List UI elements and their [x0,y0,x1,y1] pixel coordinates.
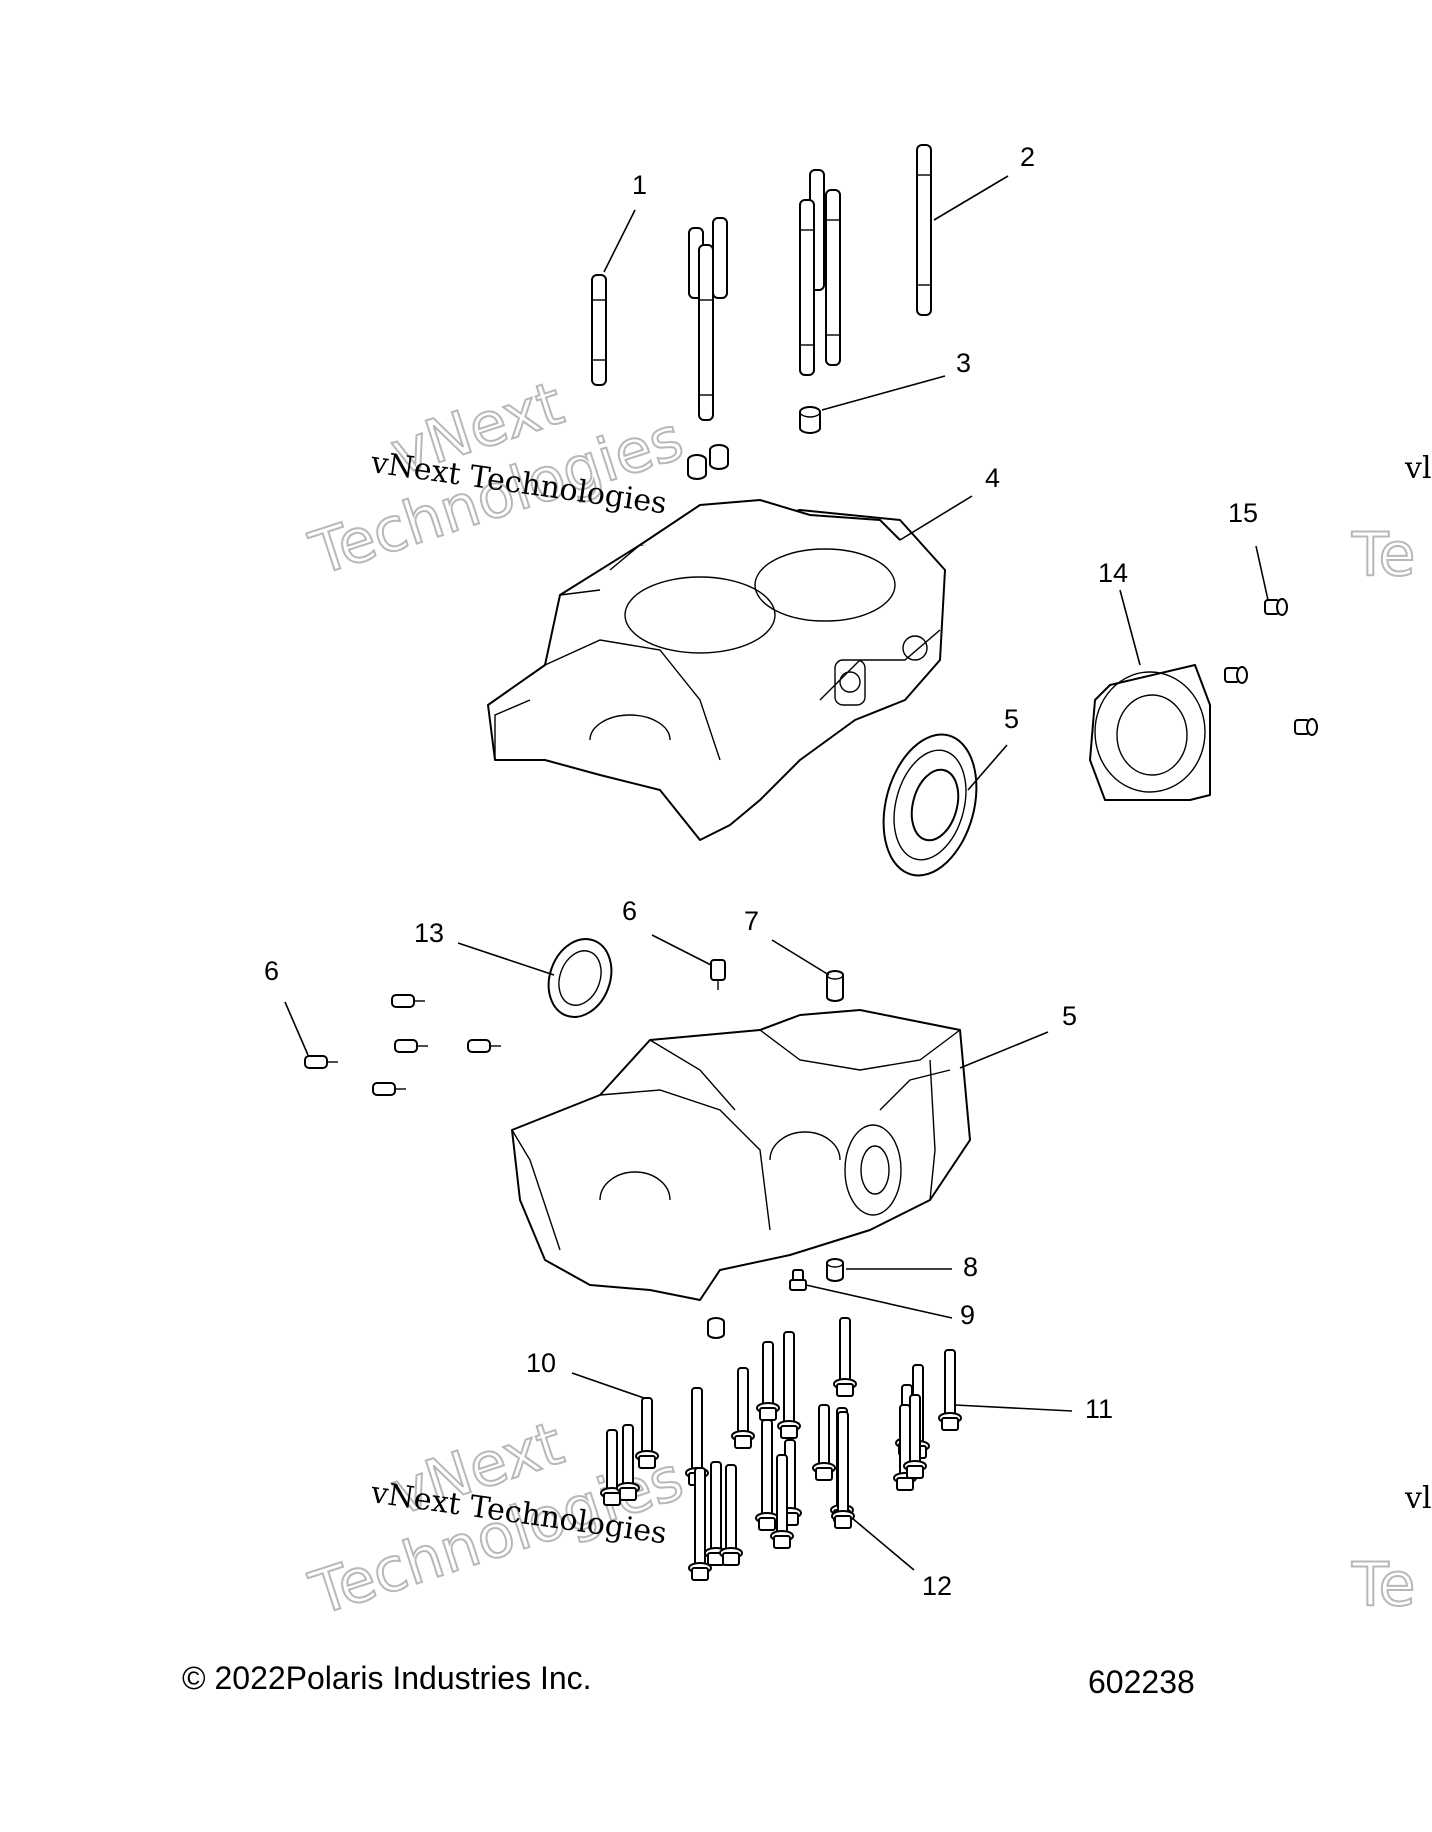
callout-1: 1 [632,170,647,200]
bolt-head [722,1552,740,1566]
dowel-7 [826,970,844,1002]
dowel-lower [707,1317,725,1339]
long-stud [916,144,932,316]
callout-3: 3 [956,348,971,378]
callout-15: 15 [1228,498,1258,528]
callout-7: 7 [744,906,759,936]
callout-6-left: 6 [264,956,279,986]
callout-12: 12 [922,1571,952,1601]
bolt-head [836,1383,854,1397]
bolt-head [780,1425,798,1439]
callout-14: 14 [1098,558,1128,588]
drawing-number: 602238 [1088,1664,1195,1700]
callout-5-upper: 5 [1004,704,1019,734]
callout-2: 2 [1020,142,1035,172]
bolt-head [619,1487,637,1501]
bolt-head [896,1477,914,1491]
oil-seal [547,938,613,1018]
bolt-head [638,1455,656,1469]
lower-crankcase [511,1009,971,1301]
bolt-head [815,1467,833,1481]
watermark-edge-big: Te [1351,520,1415,590]
copyright-notice: © 2022Polaris Industries Inc. [182,1660,592,1696]
bolt-head [759,1407,777,1421]
crank-seal-plate [882,733,978,877]
dowel-8 [826,1258,844,1282]
watermark-edge-big-2: Te [1351,1550,1415,1620]
leader-lines [284,175,1269,1571]
bolt-head [941,1417,959,1431]
callout-8: 8 [963,1252,978,1282]
watermark-bottom: vNext Technologies vNext Technologies vl… [301,1408,1432,1631]
bolt-head [691,1567,709,1581]
stud-group-1 [591,169,841,421]
callout-4: 4 [985,463,1000,493]
bolt-head [834,1515,852,1529]
callout-10: 10 [526,1348,556,1378]
dowel-pins [687,406,821,480]
crankcase-bolts [600,1317,962,1581]
bolt-head [758,1517,776,1531]
callout-6-center: 6 [622,896,637,926]
bolt-head [773,1535,791,1549]
watermark-edge-small: vl [1404,451,1432,486]
callout-13: 13 [414,918,444,948]
upper-crankcase [487,499,946,841]
cover-plate [1089,664,1211,801]
plug-9 [789,1269,807,1291]
cover-screws [1224,598,1318,736]
oil-jets [304,959,726,1096]
callout-5-lower: 5 [1062,1001,1077,1031]
callout-11: 11 [1085,1394,1113,1424]
callout-labels: 1 2 3 4 5 5 6 6 7 8 9 10 11 12 13 14 15 [264,142,1258,1601]
bolt-head [734,1435,752,1449]
bolt-head [906,1465,924,1479]
watermark-edge-small-2: vl [1404,1481,1432,1516]
callout-9: 9 [960,1300,975,1330]
bolt-head [603,1492,621,1506]
